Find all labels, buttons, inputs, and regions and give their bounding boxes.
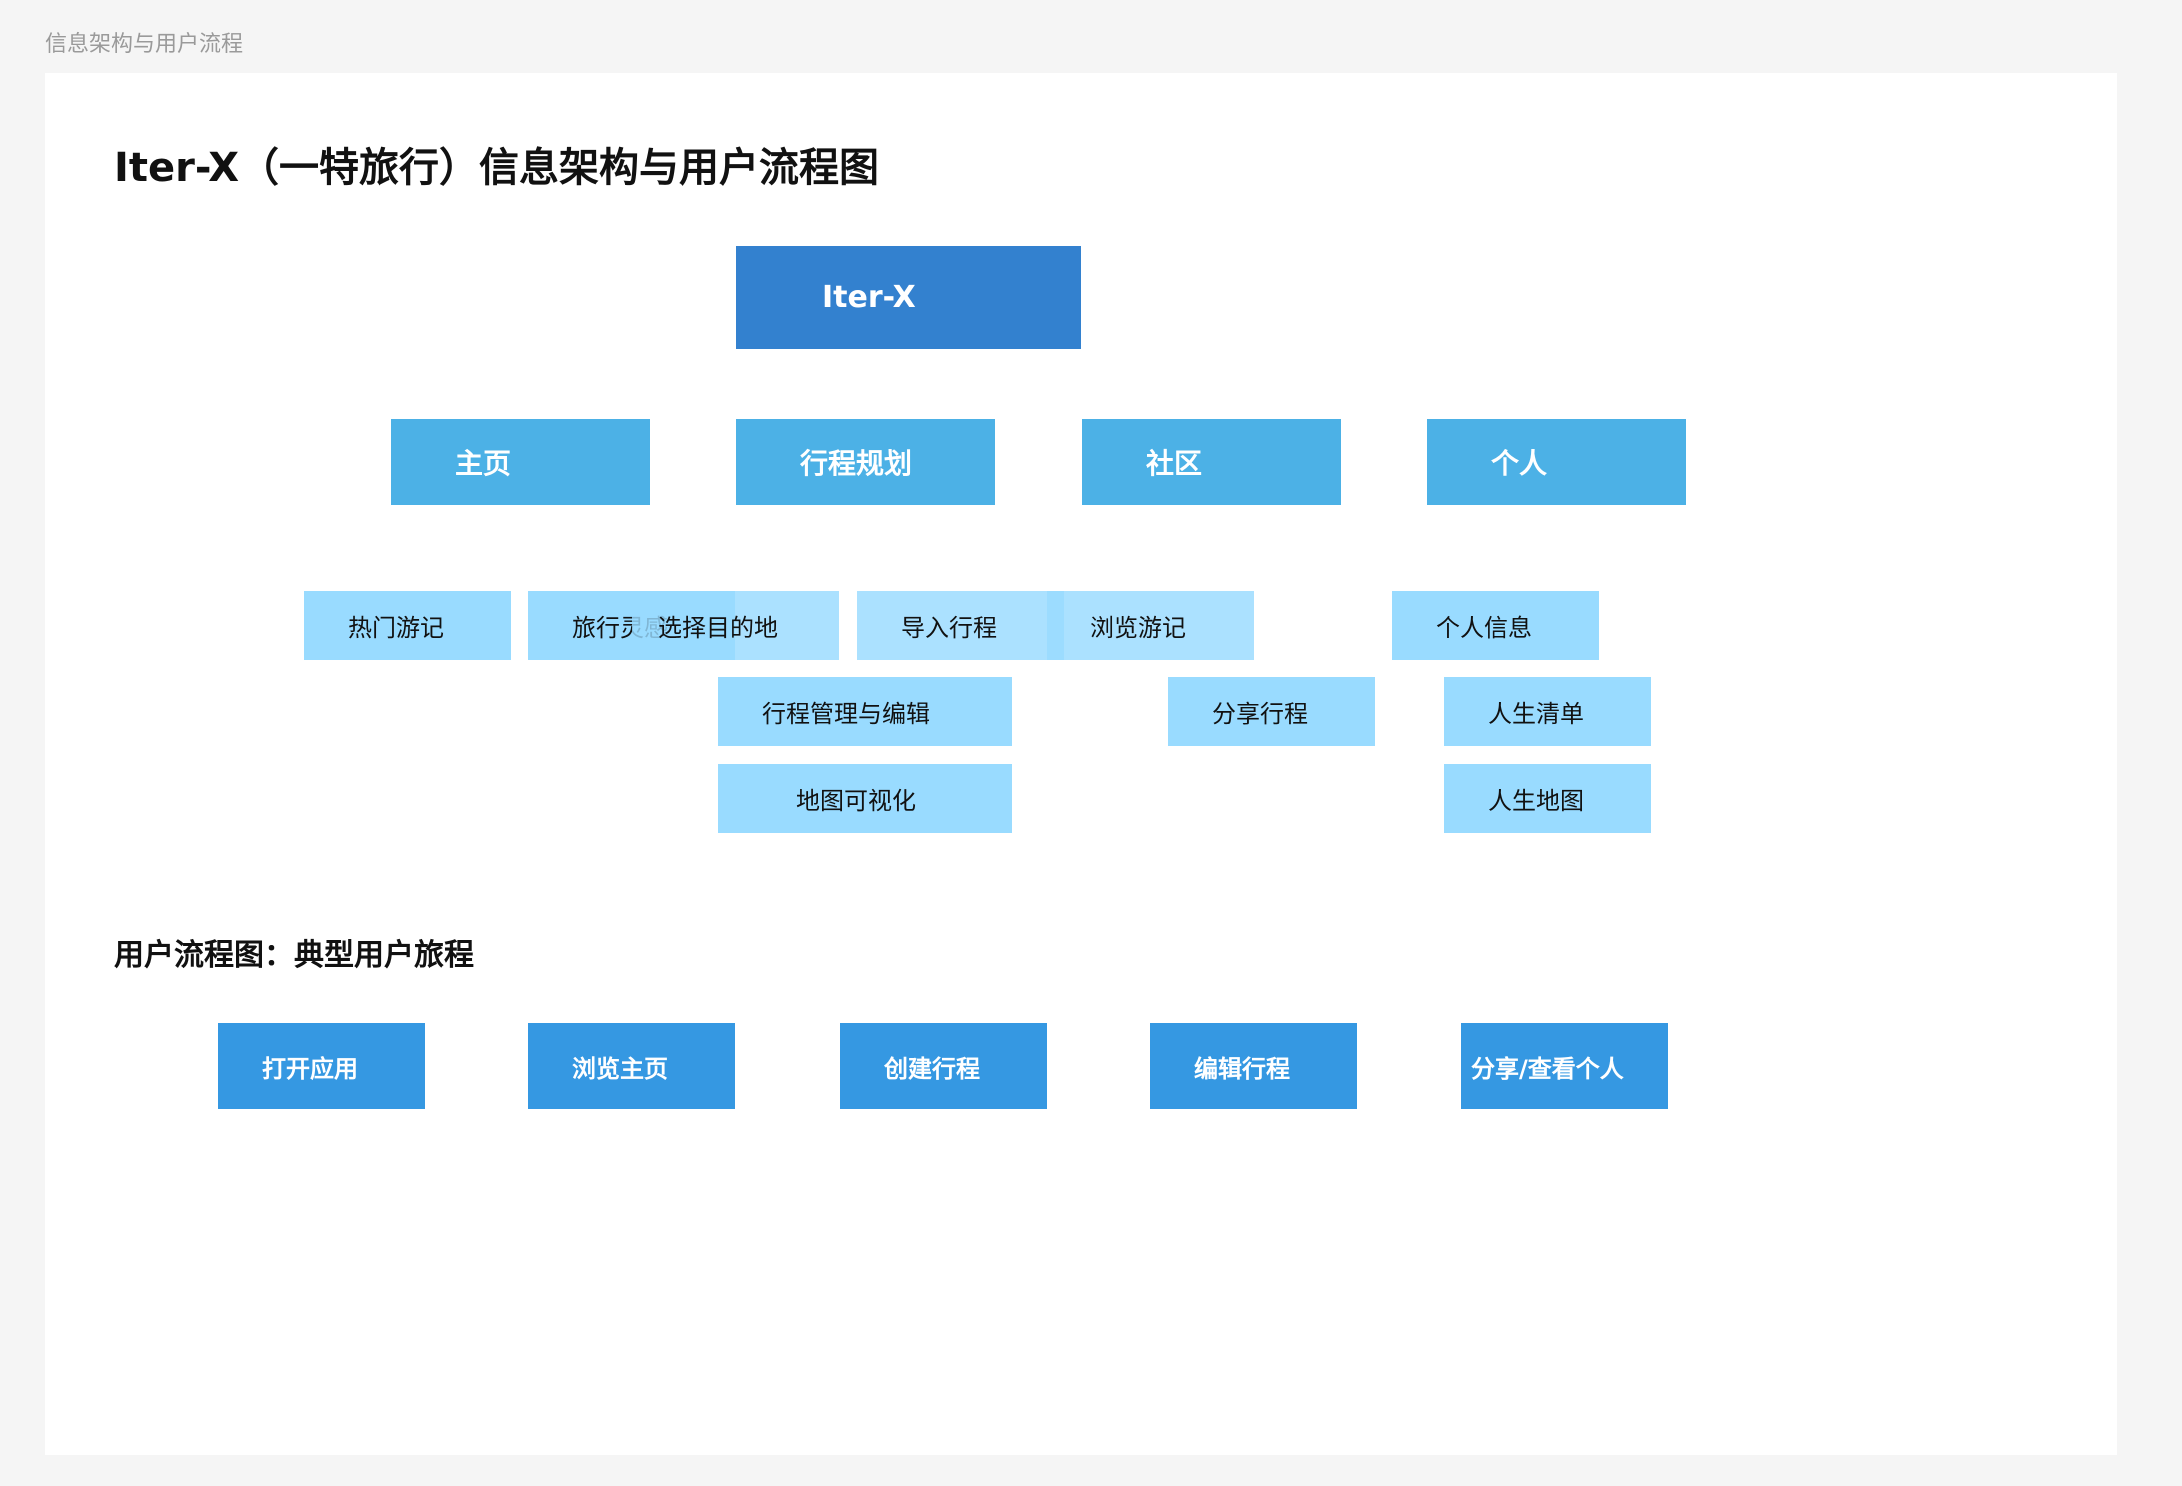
flow-step-create-itinerary[interactable]: 创建行程 [840, 1023, 1047, 1109]
flow-step-share-view-personal[interactable]: 分享/查看个人 [1461, 1023, 1668, 1109]
node-life-list[interactable]: 人生清单 [1444, 677, 1651, 746]
node-browse-travelogues[interactable]: 浏览游记 [1047, 591, 1254, 660]
page-title: Iter-X（一特旅行）信息架构与用户流程图 [114, 145, 880, 191]
node-hot-travelogues[interactable]: 热门游记 [304, 591, 511, 660]
node-root[interactable]: Iter-X [736, 246, 1081, 349]
flow-step-edit-itinerary[interactable]: 编辑行程 [1150, 1023, 1357, 1109]
flow-title: 用户流程图：典型用户旅程 [114, 938, 474, 973]
node-community[interactable]: 社区 [1082, 419, 1341, 505]
node-planning[interactable]: 行程规划 [736, 419, 995, 505]
diagram-canvas [45, 73, 2117, 1455]
node-home[interactable]: 主页 [391, 419, 650, 505]
node-choose-destination[interactable]: 选择目的地 [632, 591, 839, 660]
node-itinerary-manage-edit[interactable]: 行程管理与编辑 [718, 677, 1012, 746]
flow-step-browse-home[interactable]: 浏览主页 [528, 1023, 735, 1109]
node-personal[interactable]: 个人 [1427, 419, 1686, 505]
node-import-itinerary[interactable]: 导入行程 [857, 591, 1064, 660]
node-life-map[interactable]: 人生地图 [1444, 764, 1651, 833]
node-personal-info[interactable]: 个人信息 [1392, 591, 1599, 660]
flow-step-open-app[interactable]: 打开应用 [218, 1023, 425, 1109]
node-share-itinerary[interactable]: 分享行程 [1168, 677, 1375, 746]
page-label: 信息架构与用户流程 [45, 32, 244, 57]
node-map-visualization[interactable]: 地图可视化 [718, 764, 1012, 833]
